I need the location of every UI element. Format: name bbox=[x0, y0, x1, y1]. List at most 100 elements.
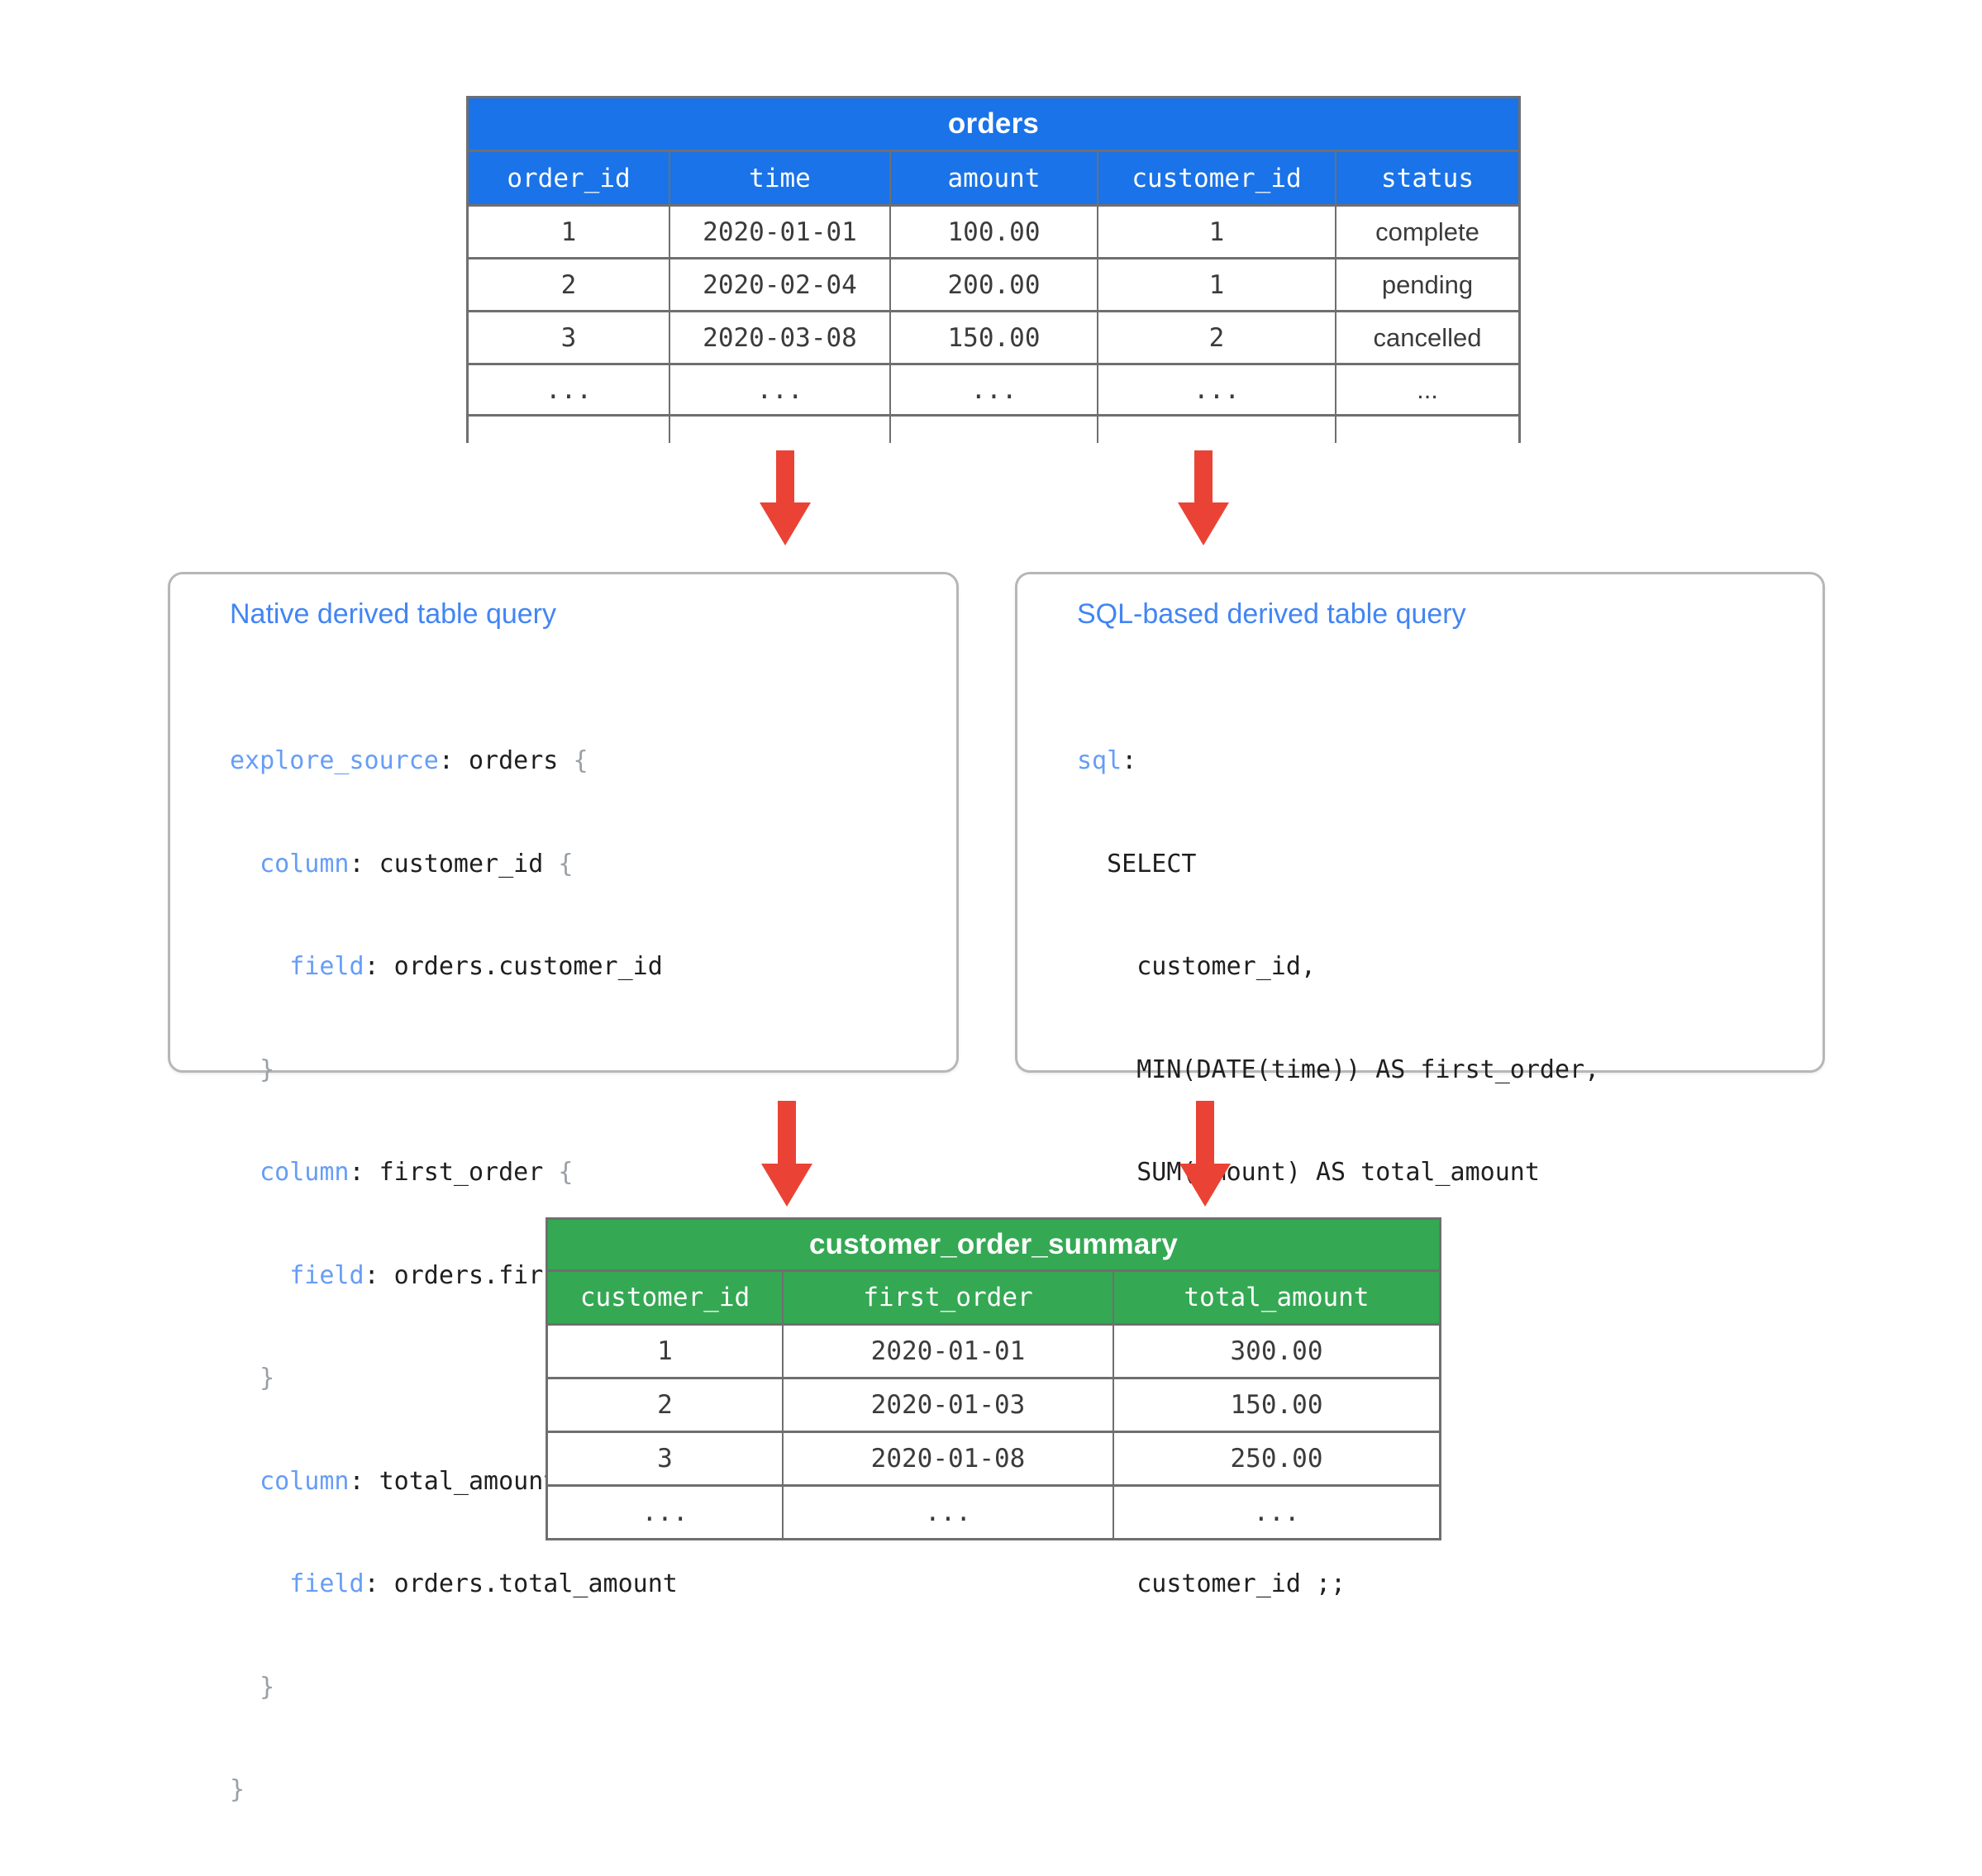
table-cell: 1 bbox=[469, 207, 669, 257]
code-brace: { bbox=[573, 746, 588, 775]
table-cell-ellipsis: ... bbox=[1098, 365, 1335, 414]
code-brace: } bbox=[230, 1775, 245, 1804]
code-keyword: field bbox=[289, 1569, 364, 1598]
code-line: } bbox=[230, 1773, 956, 1807]
code-indent bbox=[230, 1364, 260, 1393]
table-cell: 150.00 bbox=[891, 312, 1097, 363]
orders-col-order-id: order_id bbox=[469, 152, 669, 204]
arrow-head bbox=[1179, 1164, 1231, 1207]
native-box-title: Native derived table query bbox=[230, 598, 557, 630]
table-cell: 1 bbox=[1098, 207, 1335, 257]
table-cell: 3 bbox=[469, 312, 669, 363]
code-brace: } bbox=[260, 1055, 275, 1084]
table-cell: 3 bbox=[548, 1433, 782, 1484]
code-text: : first_order bbox=[349, 1158, 559, 1187]
code-keyword: column bbox=[260, 1158, 350, 1187]
table-cell-ellipsis: ... bbox=[891, 365, 1097, 414]
down-arrow-icon bbox=[1179, 1101, 1231, 1207]
code-indent bbox=[230, 1569, 289, 1598]
table-cell-cutoff bbox=[670, 417, 889, 443]
table-cell-cutoff bbox=[1098, 417, 1335, 443]
arrow-head bbox=[760, 502, 811, 545]
code-line: } bbox=[230, 1053, 956, 1088]
code-keyword: column bbox=[260, 1466, 350, 1496]
down-arrow-icon bbox=[761, 1101, 812, 1207]
code-text: : customer_id bbox=[349, 849, 559, 878]
table-cell-status: complete bbox=[1336, 207, 1518, 257]
table-cell-ellipsis: ... bbox=[469, 365, 669, 414]
code-line: MIN(DATE(time)) AS first_order, bbox=[1077, 1053, 1822, 1088]
orders-table-title: orders bbox=[469, 98, 1518, 150]
code-line: customer_id ;; bbox=[1077, 1567, 1822, 1602]
arrow-head bbox=[1178, 502, 1229, 545]
code-text: MIN(DATE(time)) AS first_order, bbox=[1077, 1055, 1600, 1084]
code-brace: { bbox=[558, 1158, 574, 1187]
orders-table: orders order_id time amount customer_id … bbox=[466, 96, 1521, 443]
summary-table-title: customer_order_summary bbox=[548, 1220, 1439, 1269]
code-line: SELECT bbox=[1077, 847, 1822, 882]
table-cell: 2020-01-01 bbox=[670, 207, 889, 257]
table-cell: 2020-01-08 bbox=[784, 1433, 1112, 1484]
code-line: customer_id, bbox=[1077, 950, 1822, 984]
code-keyword: field bbox=[289, 952, 364, 981]
code-text: SELECT bbox=[1077, 849, 1197, 878]
orders-col-amount: amount bbox=[891, 152, 1097, 204]
code-brace: } bbox=[260, 1364, 275, 1393]
arrow-shaft bbox=[1196, 1101, 1214, 1164]
code-text: : orders bbox=[438, 746, 574, 775]
code-indent bbox=[230, 1673, 260, 1702]
code-line: column: customer_id { bbox=[230, 847, 956, 882]
code-line: } bbox=[230, 1361, 956, 1396]
native-derived-table-box: Native derived table query explore_sourc… bbox=[168, 572, 959, 1804]
orders-col-status: status bbox=[1336, 152, 1518, 204]
table-cell: 1 bbox=[1098, 259, 1335, 310]
table-cell: 2 bbox=[1098, 312, 1335, 363]
code-text: : total_amount bbox=[349, 1466, 574, 1496]
summary-col-customer-id: customer_id bbox=[548, 1272, 782, 1323]
code-line: column: total_amount { bbox=[230, 1464, 956, 1499]
code-text: : orders.customer_id bbox=[364, 952, 663, 981]
table-cell: 200.00 bbox=[891, 259, 1097, 310]
sql-derived-table-box: SQL-based derived table query sql: SELEC… bbox=[1015, 572, 1825, 1598]
table-cell-ellipsis: ... bbox=[1114, 1487, 1439, 1538]
summary-col-first-order: first_order bbox=[784, 1272, 1112, 1323]
code-indent bbox=[230, 1261, 289, 1290]
table-cell: 250.00 bbox=[1114, 1433, 1439, 1484]
table-cell-cutoff bbox=[1336, 417, 1518, 443]
code-indent bbox=[230, 850, 260, 878]
table-cell-status: cancelled bbox=[1336, 312, 1518, 363]
down-arrow-icon bbox=[1178, 450, 1229, 545]
table-cell-ellipsis: ... bbox=[1336, 365, 1518, 414]
customer-order-summary-table: customer_order_summary customer_id first… bbox=[546, 1217, 1441, 1540]
table-cell-cutoff bbox=[469, 417, 669, 443]
table-cell: 2020-01-01 bbox=[784, 1326, 1112, 1377]
table-cell: 2 bbox=[548, 1379, 782, 1431]
code-line: field: orders.total_amount bbox=[230, 1567, 956, 1602]
table-cell-ellipsis: ... bbox=[548, 1487, 782, 1538]
code-text: : bbox=[1122, 746, 1137, 775]
code-brace: { bbox=[558, 849, 574, 878]
table-cell: 2020-01-03 bbox=[784, 1379, 1112, 1431]
code-line: sql: bbox=[1077, 744, 1822, 778]
orders-col-customer-id: customer_id bbox=[1098, 152, 1335, 204]
down-arrow-icon bbox=[760, 450, 811, 545]
arrow-shaft bbox=[776, 450, 794, 502]
table-cell: 300.00 bbox=[1114, 1326, 1439, 1377]
code-text: customer_id ;; bbox=[1077, 1569, 1346, 1598]
code-indent bbox=[230, 1055, 260, 1084]
code-indent bbox=[230, 952, 289, 981]
sql-box-title: SQL-based derived table query bbox=[1077, 598, 1466, 630]
code-text: : orders.total_amount bbox=[364, 1569, 678, 1598]
code-keyword: explore_source bbox=[230, 746, 439, 775]
arrow-shaft bbox=[778, 1101, 796, 1164]
table-cell-status: pending bbox=[1336, 259, 1518, 310]
code-line: field: orders.customer_id bbox=[230, 950, 956, 984]
code-brace: } bbox=[260, 1672, 275, 1702]
table-cell: 150.00 bbox=[1114, 1379, 1439, 1431]
table-cell: 2020-02-04 bbox=[670, 259, 889, 310]
code-indent bbox=[230, 1467, 260, 1496]
arrow-head bbox=[761, 1164, 812, 1207]
code-line: } bbox=[230, 1670, 956, 1705]
code-text: customer_id, bbox=[1077, 952, 1316, 981]
table-cell-ellipsis: ... bbox=[670, 365, 889, 414]
